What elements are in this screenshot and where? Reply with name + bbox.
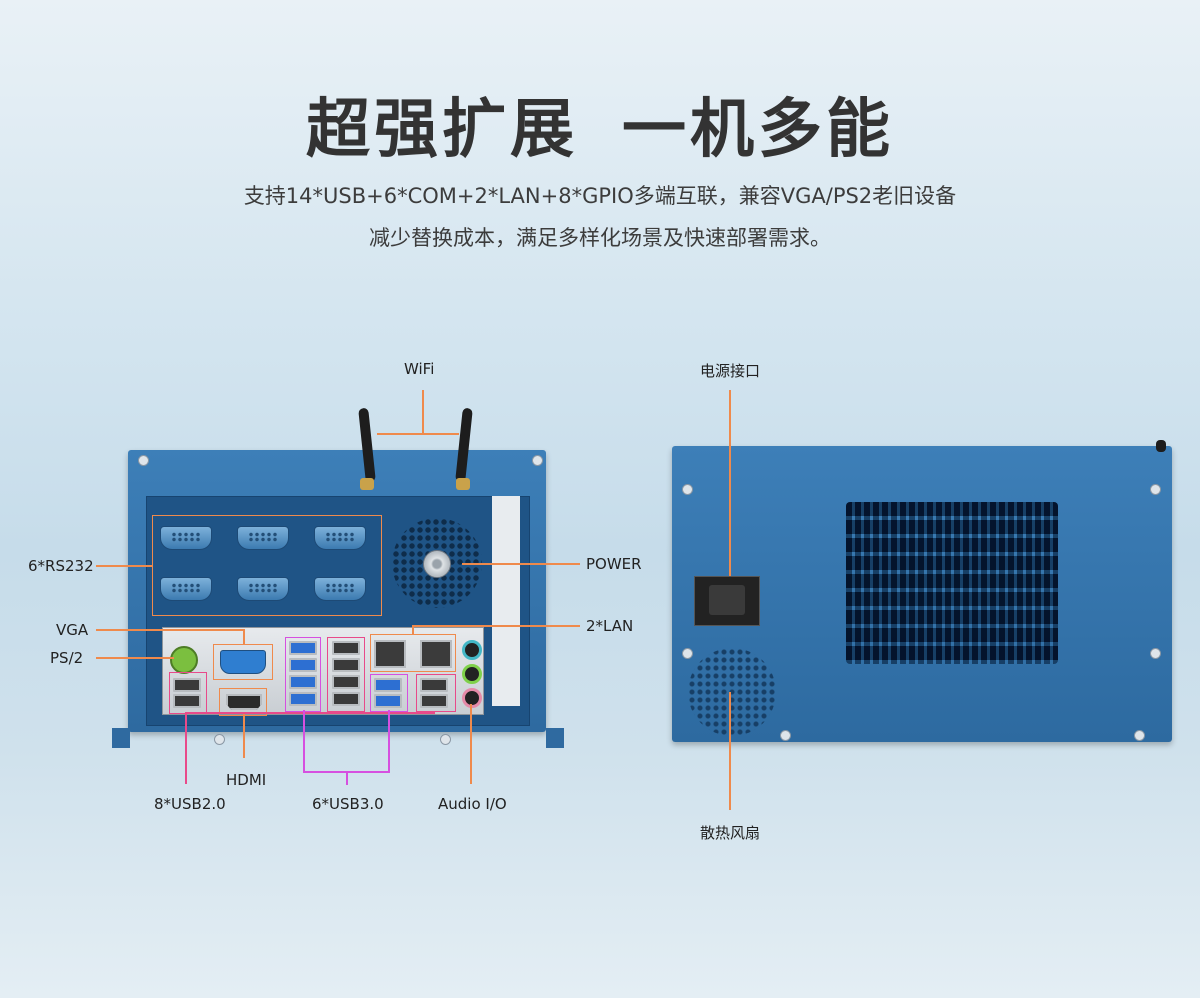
label-vga: VGA — [56, 621, 89, 639]
callout-line-wifi-bar — [377, 433, 459, 435]
screw — [682, 648, 693, 659]
antenna-connector-left — [360, 478, 374, 490]
antenna-connector-right — [456, 478, 470, 490]
callout-line-power — [462, 563, 580, 565]
label-fan: 散热风扇 — [700, 824, 761, 842]
callout-line-hdmi — [243, 714, 245, 758]
cooling-fan-grille — [688, 648, 776, 736]
power-inlet — [694, 576, 760, 626]
label-power: POWER — [586, 555, 642, 573]
callout-line-vga-drop — [243, 629, 245, 645]
vga-port — [220, 650, 266, 674]
screw — [682, 484, 693, 495]
screw — [214, 734, 225, 745]
callout-line-lan — [412, 625, 580, 627]
rs232-port — [237, 526, 289, 550]
rs232-port — [314, 526, 366, 550]
callout-line-usb2-bar — [185, 712, 435, 714]
callout-line-usb3-stem — [346, 771, 348, 785]
rs232-port — [314, 577, 366, 601]
callout-line-lan-drop — [412, 625, 414, 635]
callout-line-usb2 — [185, 712, 187, 784]
rs232-highlight-box — [152, 515, 382, 616]
lan-port — [420, 640, 452, 668]
label-power-inlet: 电源接口 — [700, 362, 761, 380]
audio-jack-line-in — [462, 640, 482, 660]
side-antenna-stub — [1156, 440, 1166, 452]
screw — [138, 455, 149, 466]
label-wifi: WiFi — [404, 360, 435, 378]
callout-line-vga — [96, 629, 244, 631]
chassis-foot-left — [112, 728, 130, 748]
label-hdmi: HDMI — [226, 771, 267, 789]
ps2-port — [170, 646, 198, 674]
label-ps2: PS/2 — [50, 649, 84, 667]
callout-line-usb3-right — [388, 710, 390, 772]
subtitle-line2: 减少替换成本，满足多样化场景及快速部署需求。 — [369, 226, 831, 250]
usb2-port — [332, 641, 360, 655]
label-lan: 2*LAN — [586, 617, 634, 635]
headline-part1: 超强扩展 — [306, 93, 578, 167]
usb3-port — [289, 675, 317, 689]
screw — [440, 734, 451, 745]
screw — [1150, 648, 1161, 659]
usb3-port — [289, 692, 317, 706]
callout-line-ps2 — [96, 657, 174, 659]
audio-jack-mic — [462, 688, 482, 708]
usb2-highlight-box — [416, 674, 456, 712]
side-vent-slots — [846, 502, 1058, 664]
usb3-port — [374, 694, 402, 708]
label-usb3: 6*USB3.0 — [312, 795, 384, 813]
callout-line-fan — [729, 692, 731, 810]
screw — [780, 730, 791, 741]
power-button[interactable] — [423, 550, 451, 578]
hdmi-port — [226, 694, 262, 710]
rs232-port — [160, 577, 212, 601]
usb3-port — [289, 641, 317, 655]
expansion-slot-cover — [492, 496, 520, 706]
subtitle-line1: 支持14*USB+6*COM+2*LAN+8*GPIO多端互联，兼容VGA/PS… — [243, 184, 957, 208]
headline-part2: 一机多能 — [622, 93, 894, 167]
lan-port — [374, 640, 406, 668]
screw — [1150, 484, 1161, 495]
screw — [532, 455, 543, 466]
callout-line-rs232 — [96, 565, 152, 567]
callout-line-usb3-left — [303, 710, 305, 772]
chassis-foot-right — [546, 728, 564, 748]
rs232-port — [160, 526, 212, 550]
usb3-port — [374, 678, 402, 692]
rs232-port — [237, 577, 289, 601]
usb2-port — [332, 658, 360, 672]
usb2-port — [332, 675, 360, 689]
headline: 超强扩展一机多能 — [0, 78, 1200, 170]
usb2-port — [332, 692, 360, 706]
usb3-port — [289, 658, 317, 672]
usb2-port — [173, 678, 201, 692]
callout-line-power-inlet — [729, 390, 731, 576]
usb2-highlight-box — [327, 637, 365, 712]
usb2-port — [420, 694, 448, 708]
callout-line-audio — [470, 704, 472, 784]
label-usb2: 8*USB2.0 — [154, 795, 226, 813]
audio-jack-line-out — [462, 664, 482, 684]
screw — [1134, 730, 1145, 741]
usb2-port — [420, 678, 448, 692]
usb2-port — [173, 694, 201, 708]
callout-line-wifi — [422, 390, 424, 434]
label-audio: Audio I/O — [438, 795, 507, 813]
label-rs232: 6*RS232 — [28, 557, 94, 575]
